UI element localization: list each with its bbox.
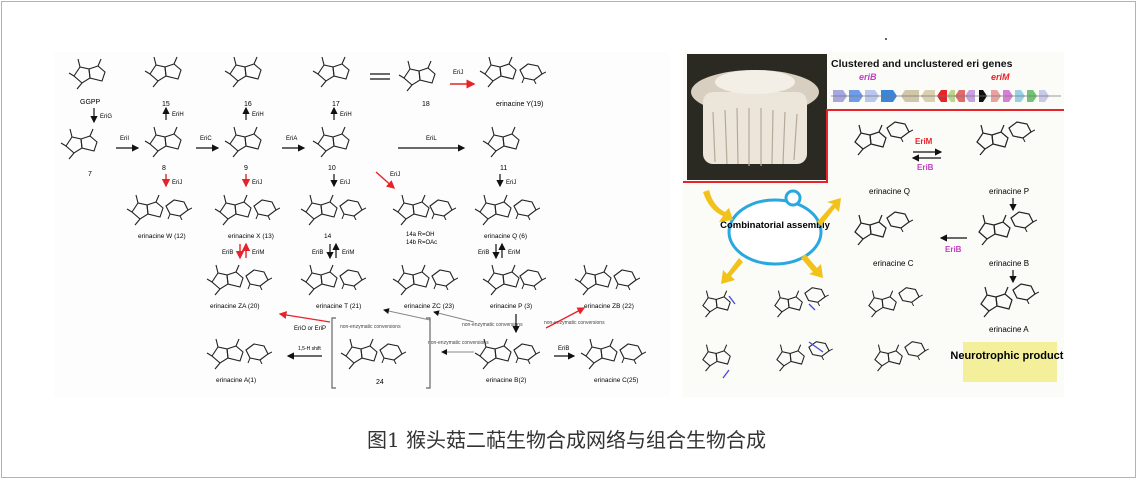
label-erim-2: EriM [342, 250, 354, 256]
label-erib-3: EriB [478, 250, 489, 256]
label-shift: 1,5-H shift [298, 346, 321, 352]
label-erinacine-w: erinacine W (12) [138, 233, 186, 240]
label-erib-enzyme-2: EriB [945, 245, 962, 254]
blue-highlights [722, 295, 824, 379]
label-erii: EriI [120, 136, 129, 142]
label-erij-5: EriJ [506, 180, 516, 186]
label-erinacine-t: erinacine T (21) [316, 303, 361, 310]
label-combinatorial: Combinatorial assembly [720, 220, 831, 231]
equilibrium-arrows [370, 73, 390, 80]
label-erih-2: EriH [252, 112, 264, 118]
label-erih-3: EriH [340, 112, 352, 118]
label-8: 8 [162, 165, 166, 172]
combinatorial-diagram: Clustered and unclustered eri genes eriB… [683, 54, 1070, 382]
label-erio-or-erip: EriO or EriP [294, 326, 326, 332]
arrow-to-zc [433, 310, 475, 323]
label-16: 16 [244, 101, 252, 108]
label-erim-enzyme: EriM [915, 137, 933, 146]
label-erinacine-a: erinacine A(1) [216, 377, 256, 384]
label-9: 9 [244, 165, 248, 172]
label-erinacine-c: erinacine C [873, 259, 914, 268]
network-diagram: GGPP 15 16 17 18 EriJ erinacine Y(19) Er… [60, 56, 646, 389]
label-nonenzymatic-1: non-enzymatic conversions [340, 324, 401, 330]
label-24: 24 [376, 379, 384, 386]
label-14b: 14b R=OAc [406, 240, 437, 246]
label-erinacine-b: erinacine B(2) [486, 377, 526, 384]
arrow-to-za [278, 311, 331, 323]
label-nonenzymatic-4: non-enzymatic conversions [544, 320, 605, 326]
label-erij-4: EriJ [390, 172, 400, 178]
label-erih-1: EriH [172, 112, 184, 118]
lions-mane-photo [687, 54, 827, 180]
label-erim-3: EriM [508, 250, 520, 256]
label-eria: EriA [286, 136, 297, 142]
label-10: 10 [328, 165, 336, 172]
label-erinacine-p: erinacine P [989, 187, 1029, 196]
label-erinacine-x: erinacine X (13) [228, 233, 274, 240]
yellow-arrows [703, 190, 841, 284]
label-erinacine-c: erinacine C(25) [594, 377, 638, 384]
label-erinacine-q: erinacine Q (6) [484, 233, 527, 240]
label-erib-gene: eriB [859, 72, 877, 82]
label-eril: EriL [426, 136, 437, 142]
label-erib-1: EriB [222, 250, 233, 256]
label-14a: 14a R=OH [406, 232, 435, 238]
label-erij-3: EriJ [340, 180, 350, 186]
label-erig: EriG [100, 114, 112, 120]
label-erij-1: EriJ [172, 180, 182, 186]
label-erim-gene: eriM [991, 72, 1010, 82]
label-erib-row5: EriB [558, 346, 569, 352]
label-18: 18 [422, 101, 430, 108]
combinatorial-bubble [727, 189, 823, 266]
label-neurotrophic: Neurotrophic products [950, 350, 1064, 362]
combinatorial-panel: Clustered and unclustered eri genes eriB… [683, 52, 1070, 397]
label-erij-2: EriJ [252, 180, 262, 186]
arrow-to-zb [545, 307, 586, 329]
label-17: 17 [332, 101, 340, 108]
label-erib-enzyme-1: EriB [917, 163, 934, 172]
label-erim-1: EriM [252, 250, 264, 256]
red-divider [683, 109, 1064, 183]
label-erinacine-zc: erinacine ZC (23) [404, 303, 454, 310]
label-11: 11 [500, 165, 507, 172]
label-nonenzymatic-2: non-enzymatic conversions [462, 322, 523, 328]
stray-dot [885, 38, 887, 40]
label-14: 14 [324, 233, 332, 240]
label-erinacine-za: erinacine ZA (20) [210, 303, 260, 310]
figure-caption: 图1 猴头菇二萜生物合成网络与组合生物合成 [366, 428, 767, 452]
arrow-to-t [383, 308, 431, 321]
label-erij-top: EriJ [453, 70, 463, 76]
arrows-row3 [235, 242, 506, 260]
gene-arrows [831, 90, 1061, 102]
label-erinacine-zb: erinacine ZB (22) [584, 303, 634, 310]
biosynthesis-network: GGPP 15 16 17 18 EriJ erinacine Y(19) Er… [54, 52, 670, 397]
label-erinacine-a: erinacine A [989, 325, 1029, 334]
gene-cluster-title: Clustered and unclustered eri genes [831, 58, 1013, 70]
label-nonenzymatic-3: non-enzymatic conversions [428, 340, 489, 346]
brackets-24 [331, 317, 431, 389]
label-7: 7 [88, 171, 92, 178]
label-erinacine-b: erinacine B [989, 259, 1029, 268]
label-erib-2: EriB [312, 250, 323, 256]
label-eric: EriC [200, 136, 212, 142]
label-15: 15 [162, 101, 170, 108]
neurotrophic-box [963, 342, 1057, 382]
label-ggpp: GGPP [80, 99, 101, 106]
arrow-10-to-14ab [375, 171, 396, 189]
label-erinacine-q: erinacine Q [869, 187, 910, 196]
label-erinacine-y: erinacine Y(19) [496, 101, 543, 108]
label-erinacine-p: erinacine P (3) [490, 303, 532, 310]
